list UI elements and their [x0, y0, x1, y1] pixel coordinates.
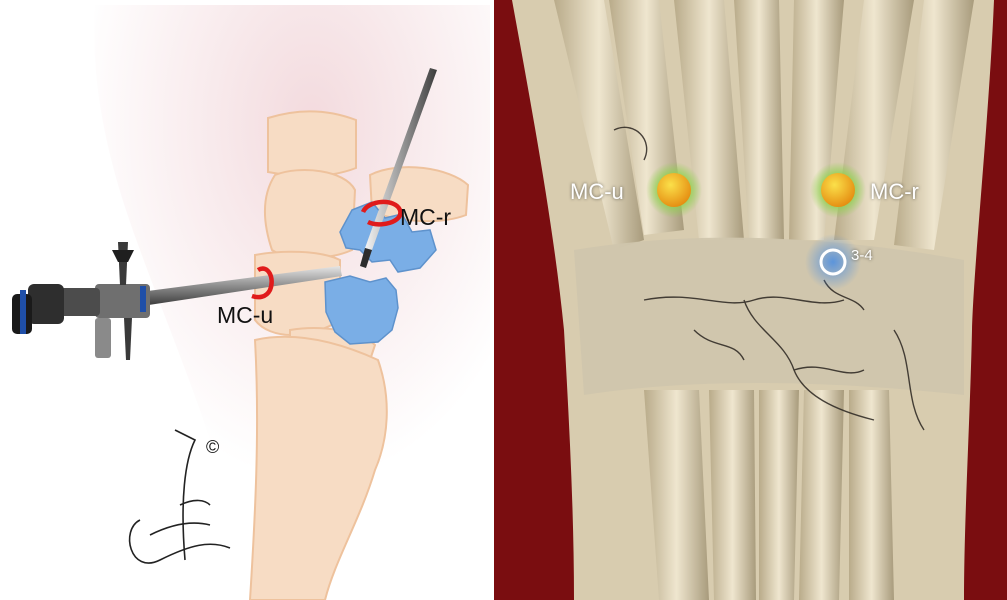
copyright-symbol: ©: [206, 438, 219, 456]
dissection-photo: MC-u MC-r 3-4: [494, 0, 1007, 600]
arthroscopy-illustration: MC-r MC-u ©: [0, 0, 490, 600]
mc-r-label: MC-r: [400, 206, 451, 229]
portal-3-4-label: 3-4: [851, 248, 873, 263]
illustration-drawing: [0, 0, 490, 600]
right-mc-u-label: MC-u: [570, 181, 624, 203]
right-mc-r-label: MC-r: [870, 181, 919, 203]
mc-u-portal-marker: [657, 173, 691, 207]
mc-u-label: MC-u: [217, 304, 273, 327]
dissection-drawing: [494, 0, 1007, 600]
mc-r-portal-marker: [821, 173, 855, 207]
extensor-retinaculum: [574, 238, 964, 395]
